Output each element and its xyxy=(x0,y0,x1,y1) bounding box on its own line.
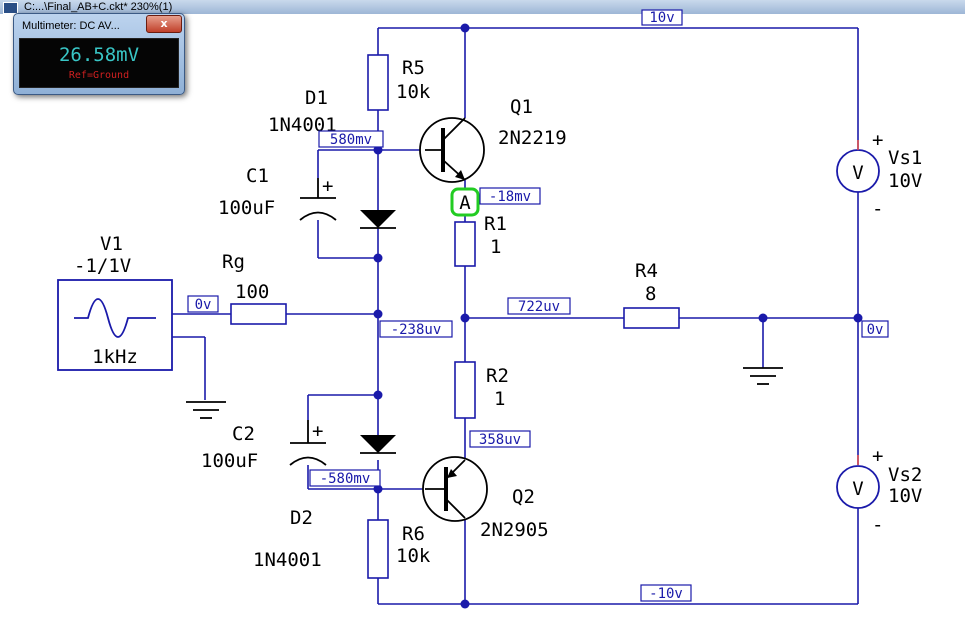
vs2-value: 10V xyxy=(888,485,922,507)
c2-value: 100uF xyxy=(201,450,258,472)
r6-resistor[interactable] xyxy=(367,519,389,579)
window-title: C:...\Final_AB+C.ckt* 230%(1) xyxy=(24,1,173,13)
v1-value: -1/1V xyxy=(74,255,131,277)
r5-resistor[interactable] xyxy=(367,54,389,111)
r2-resistor[interactable] xyxy=(454,361,476,419)
d2-name: D2 xyxy=(290,507,313,529)
svg-text:580mv: 580mv xyxy=(330,132,372,148)
v1-signal-source[interactable]: 1kHz xyxy=(57,279,173,371)
close-button[interactable]: x xyxy=(146,15,182,33)
svg-text:-580mv: -580mv xyxy=(320,471,371,487)
r6-value: 10k xyxy=(396,545,431,567)
rg-value: 100 xyxy=(235,281,269,303)
svg-text:-10v: -10v xyxy=(649,586,683,602)
svg-text:-238uv: -238uv xyxy=(391,322,442,338)
c2-plus-sign: + xyxy=(312,420,323,442)
voltage-tag-d2-node[interactable]: -580mv xyxy=(309,469,381,487)
d2-diode[interactable] xyxy=(360,435,396,454)
voltage-tag-q1-emitter[interactable]: -18mv xyxy=(479,187,541,205)
c2-name: C2 xyxy=(232,423,255,445)
rg-resistor[interactable] xyxy=(230,303,287,325)
voltage-tag-q2-emitter[interactable]: 358uv xyxy=(469,430,531,448)
q2-name: Q2 xyxy=(512,486,535,508)
svg-text:722uv: 722uv xyxy=(518,299,560,315)
vs2-symbol: V xyxy=(852,478,863,500)
svg-text:10v: 10v xyxy=(649,10,674,26)
multimeter-title: Multimeter: DC AV... xyxy=(22,20,120,32)
v1-name: V1 xyxy=(100,233,123,255)
r6-name: R6 xyxy=(402,523,425,545)
svg-text:0v: 0v xyxy=(195,297,212,313)
d1-diode[interactable] xyxy=(360,210,396,229)
vs1-value: 10V xyxy=(888,170,922,192)
c1-name: C1 xyxy=(246,165,269,187)
vs2-name: Vs2 xyxy=(888,464,922,486)
c1-value: 100uF xyxy=(218,197,275,219)
q2-pnp-transistor[interactable] xyxy=(422,456,488,522)
r4-resistor[interactable] xyxy=(623,307,680,329)
voltage-tag-bottom[interactable]: -10v xyxy=(640,584,692,602)
vs1-symbol: V xyxy=(852,162,863,184)
r1-resistor[interactable] xyxy=(454,221,476,267)
rg-name: Rg xyxy=(222,251,245,273)
v1-frequency: 1kHz xyxy=(92,346,138,368)
vs2-minus: - xyxy=(872,514,883,536)
r2-name: R2 xyxy=(486,365,509,387)
q2-value: 2N2905 xyxy=(480,519,549,541)
c1-capacitor[interactable]: + xyxy=(299,175,337,221)
svg-text:358uv: 358uv xyxy=(479,432,521,448)
vs1-supply[interactable]: V + - xyxy=(836,129,883,220)
app-icon xyxy=(3,2,18,14)
multimeter-reading: 26.58mV xyxy=(58,44,140,66)
voltage-tag-out-node[interactable]: 722uv xyxy=(507,297,571,315)
wires xyxy=(172,27,859,605)
ammeter-label: A xyxy=(459,192,471,214)
voltage-tag-top[interactable]: 10v xyxy=(641,9,683,26)
vs2-plus: + xyxy=(872,445,883,467)
vs1-name: Vs1 xyxy=(888,147,922,169)
ground-symbol-v1 xyxy=(186,401,226,419)
svg-text:-18mv: -18mv xyxy=(489,189,531,205)
multimeter-display: 26.58mV Ref=Ground xyxy=(19,38,179,88)
r1-name: R1 xyxy=(484,213,507,235)
r5-name: R5 xyxy=(402,57,425,79)
voltage-tag-v1-out[interactable]: 0v xyxy=(187,295,219,313)
c2-capacitor[interactable]: + xyxy=(289,420,327,466)
ground-symbol-output xyxy=(743,367,783,385)
q1-npn-transistor[interactable] xyxy=(419,117,485,183)
multimeter-window[interactable]: Multimeter: DC AV... x 26.58mV Ref=Groun… xyxy=(13,13,185,95)
multimeter-reference: Ref=Ground xyxy=(68,70,130,81)
vs1-minus: - xyxy=(872,198,883,220)
d1-name: D1 xyxy=(305,87,328,109)
r4-name: R4 xyxy=(635,260,658,282)
voltage-tag-mid-node[interactable]: -238uv xyxy=(379,320,453,338)
r5-value: 10k xyxy=(396,81,431,103)
ammeter-probe[interactable]: A xyxy=(450,187,480,217)
vs2-supply[interactable]: V + - xyxy=(836,445,883,536)
r2-value: 1 xyxy=(494,388,505,410)
r4-value: 8 xyxy=(645,283,656,305)
junction-dots xyxy=(373,23,863,609)
q1-name: Q1 xyxy=(510,96,533,118)
q1-value: 2N2219 xyxy=(498,127,567,149)
window-title-bar: C:...\Final_AB+C.ckt* 230%(1) xyxy=(0,0,965,14)
voltage-tag-d1-node[interactable]: 580mv xyxy=(318,130,384,148)
vs1-plus: + xyxy=(872,129,883,151)
d2-value: 1N4001 xyxy=(253,549,322,571)
svg-text:0v: 0v xyxy=(867,322,884,338)
r1-value: 1 xyxy=(490,236,501,258)
voltage-tag-right-node[interactable]: 0v xyxy=(861,320,889,338)
c1-plus-sign: + xyxy=(322,175,333,197)
